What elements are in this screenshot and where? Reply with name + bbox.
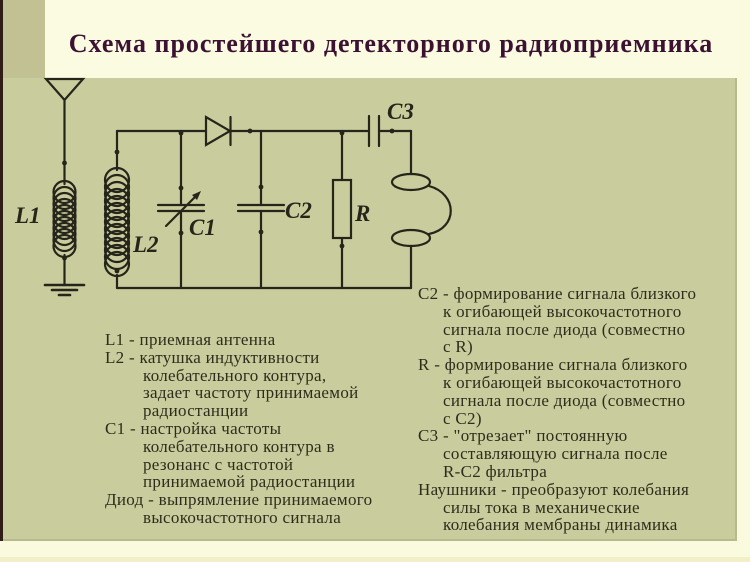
legend-line: принимаемой радиостанции (143, 472, 356, 492)
legend-line: радиостанции (143, 401, 249, 421)
coil-l1 (52, 179, 77, 259)
legend-line: C1 - настройка частоты (105, 418, 282, 438)
legend-line: C2 - формирование сигнала близкого (418, 284, 697, 303)
capacitor-c2 (236, 129, 286, 290)
slide-panel (3, 0, 737, 541)
legend-line: с R) (443, 337, 473, 357)
legend-line: силы тока в механические (443, 497, 640, 517)
ground-icon (43, 283, 86, 297)
legend-line: R - формирование сигнала близкого (418, 355, 688, 375)
label-c1: C1 (189, 215, 216, 240)
legend-line: сигнала после диода (совместно (443, 319, 686, 339)
legend-line: к огибающей высокочастотного (443, 372, 682, 392)
legend-left: L1 - приемная антенна L2 - катушка индук… (105, 331, 425, 527)
label-l2: L2 (133, 232, 159, 257)
bottom-edge-strip (0, 557, 750, 562)
legend-line: Наушники - преобразуют колебания (418, 479, 690, 499)
legend-line: R-C2 фильтра (443, 461, 548, 481)
capacitor-c3 (367, 114, 381, 148)
antenna-icon (43, 77, 86, 186)
legend-line: C3 - "отрезает" постоянную (418, 426, 628, 446)
title-block: Схема простейшего детекторного радиоприе… (45, 0, 737, 78)
legend-line: колебательного контура, (143, 365, 327, 385)
headphones-icon (390, 172, 452, 290)
legend-right: C2 - формирование сигнала близкого к оги… (418, 285, 740, 534)
legend-line: высокочастотного сигнала (143, 507, 342, 527)
legend-line: составляющую сигнала после (443, 444, 668, 464)
legend-line: колебательного контура в (143, 436, 335, 456)
diode-icon (204, 115, 233, 147)
legend-line: задает частоту принимаемой (143, 383, 359, 403)
legend-line: L1 - приемная антенна (105, 330, 276, 349)
label-r: R (355, 201, 371, 226)
junction-dots (62, 128, 395, 274)
page-title: Схема простейшего детекторного радиоприе… (68, 29, 714, 58)
legend-line: к огибающей высокочастотного (443, 301, 682, 321)
legend-line: сигнала после диода (совместно (443, 390, 686, 410)
coil-l2 (103, 129, 131, 290)
legend-line: Диод - выпрямление принимаемого (105, 490, 373, 510)
resistor-r (331, 129, 353, 290)
label-c3: C3 (387, 99, 414, 124)
capacitor-c1 (156, 129, 206, 290)
legend-line: L2 - катушка индуктивности (105, 347, 320, 367)
legend-line: с C2) (443, 408, 482, 428)
wire-top-rail (115, 129, 413, 176)
left-edge-strip (0, 0, 3, 541)
legend-line: резонанс с частотой (143, 454, 294, 474)
label-c2: C2 (285, 198, 312, 223)
legend-line: колебания мембраны динамика (443, 515, 678, 535)
corner-block (3, 0, 45, 78)
label-l1: L1 (15, 203, 41, 228)
